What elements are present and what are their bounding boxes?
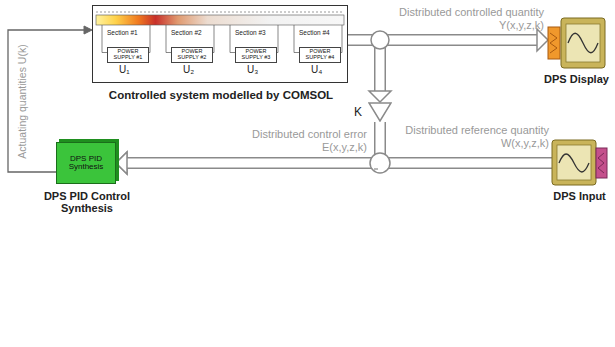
- input-wave: [559, 154, 589, 172]
- display-screen: [566, 24, 600, 62]
- dps-input: DPS Input: [552, 140, 607, 185]
- node-text: POWER SUPPLY #4: [300, 49, 340, 61]
- signal-pipe: [348, 29, 548, 51]
- input-screen-frame: [552, 140, 596, 185]
- node-text: POWER SUPPLY #3: [236, 49, 276, 61]
- arrow-head: [116, 152, 127, 174]
- arrow-head: [369, 91, 391, 102]
- section-label: Section #1: [107, 29, 138, 36]
- node-text: DPS PID Synthesis: [57, 155, 115, 172]
- minus-sign: [374, 168, 378, 169]
- pipe-fill: [126, 159, 552, 168]
- arrow-head: [84, 26, 92, 34]
- signal-pipe: [348, 40, 391, 102]
- actuator-symbol: U₂: [183, 64, 194, 75]
- input-screen: [557, 145, 591, 180]
- node-text: POWER SUPPLY #2: [172, 49, 212, 61]
- signal-label: Actuating quantities U(k): [16, 44, 29, 158]
- display-screen-frame: [561, 18, 605, 68]
- gain-block: K: [368, 102, 392, 122]
- branch-point: [371, 31, 389, 49]
- node-caption: DPS Display: [544, 73, 609, 85]
- pipe-outline: [126, 157, 552, 169]
- heated-bar: [96, 15, 344, 25]
- summing-point: [370, 153, 390, 173]
- pid-block: DPS PID SynthesisDPS PID Control Synthes…: [56, 142, 116, 184]
- input-connector: [596, 148, 607, 178]
- display-connector-mark: [550, 33, 557, 53]
- signal-label: Distributed controlled quantity Y(x,y,z,…: [390, 6, 544, 32]
- signal-label: Distributed reference quantity W(x,y,z,k…: [393, 124, 549, 150]
- node-caption: DPS Input: [553, 190, 606, 202]
- arrow-head: [116, 152, 127, 174]
- actuator-symbol: U₄: [311, 64, 322, 75]
- input-connector-mark: [598, 153, 604, 173]
- node-caption: Controlled system modelled by COMSOL: [109, 89, 333, 101]
- gain-label: K: [354, 105, 362, 119]
- gain-outline: [369, 103, 391, 121]
- actuator-symbol: U₃: [247, 64, 258, 75]
- display-wave: [568, 33, 598, 53]
- power-supply-box: POWER SUPPLY #1: [107, 47, 149, 63]
- arrow-head: [537, 29, 548, 51]
- pipe-fill: [126, 122, 380, 163]
- section-label: Section #3: [235, 29, 266, 36]
- power-supply-box: POWER SUPPLY #2: [171, 47, 213, 63]
- dps-display: DPS Display: [548, 18, 605, 68]
- power-supply-box: POWER SUPPLY #4: [299, 47, 341, 63]
- dotted-boundary: [96, 11, 344, 12]
- pipe-outline: [126, 122, 380, 163]
- power-supply-box: POWER SUPPLY #3: [235, 47, 277, 63]
- display-connector: [548, 27, 560, 59]
- actuator-symbol: U₁: [119, 64, 130, 75]
- gain-triangle: [368, 102, 392, 122]
- signal-label: Distributed control error E(x,y,z,k): [222, 128, 367, 154]
- controlled-system-box: POWER SUPPLY #1 POWER SUPPLY #2 POWER SUPP…: [92, 5, 348, 83]
- section-label: Section #4: [299, 29, 330, 36]
- node-text: POWER SUPPLY #1: [108, 49, 148, 61]
- section-label: Section #2: [171, 29, 202, 36]
- signal-pipe: [116, 152, 552, 174]
- node-caption: DPS PID Control Synthesis: [25, 190, 149, 214]
